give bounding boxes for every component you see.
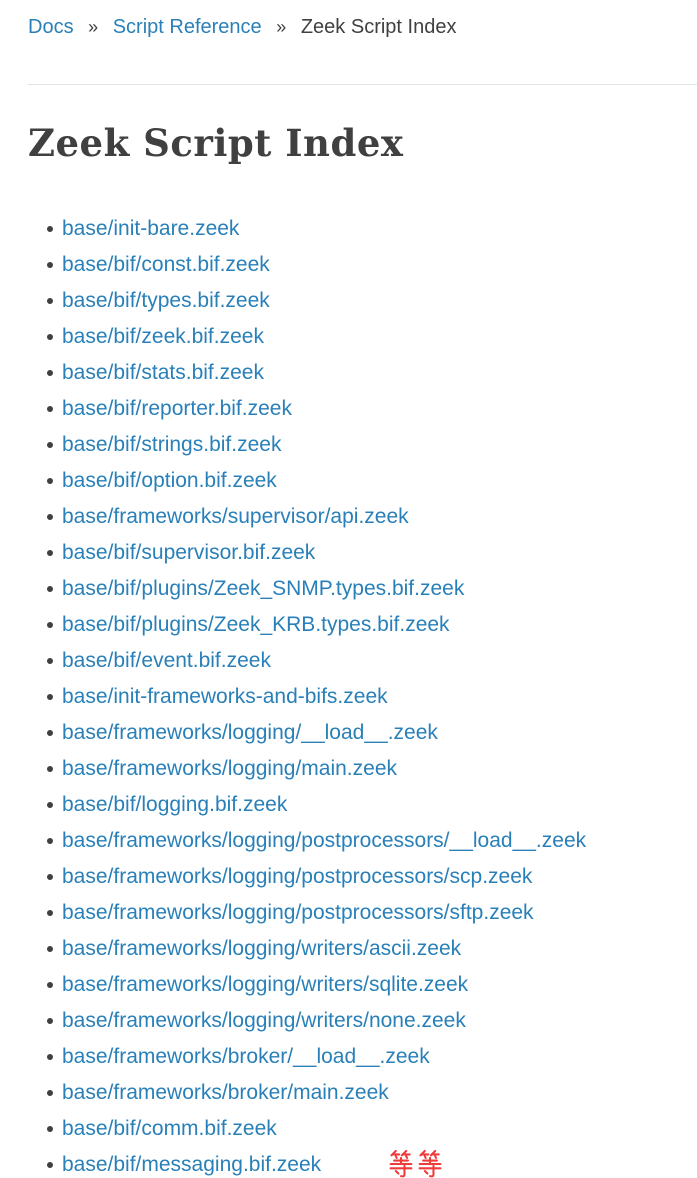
script-link[interactable]: base/init-frameworks-and-bifs.zeek	[62, 685, 388, 708]
hanzi-deng-glyph	[418, 1149, 442, 1178]
script-index-item: base/init-bare.zeek	[47, 211, 669, 247]
script-index-item: base/bif/logging.bif.zeek	[47, 787, 669, 823]
script-index-item: base/frameworks/logging/writers/ascii.ze…	[47, 931, 669, 967]
page-title: Zeek Script Index	[28, 121, 404, 165]
script-link[interactable]: base/frameworks/logging/writers/none.zee…	[62, 1009, 466, 1032]
hanzi-deng-glyph	[389, 1149, 413, 1178]
script-link[interactable]: base/frameworks/logging/writers/sqlite.z…	[62, 973, 469, 996]
script-link[interactable]: base/bif/const.bif.zeek	[62, 253, 270, 276]
script-link[interactable]: base/bif/messaging.bif.zeek	[62, 1153, 322, 1176]
breadcrumb-divider	[28, 84, 697, 85]
script-link[interactable]: base/bif/strings.bif.zeek	[62, 433, 282, 456]
script-index-item: base/frameworks/logging/postprocessors/_…	[47, 823, 669, 859]
script-index-item: base/bif/zeek.bif.zeek	[47, 319, 669, 355]
script-link[interactable]: base/bif/reporter.bif.zeek	[62, 397, 292, 420]
script-link[interactable]: base/bif/option.bif.zeek	[62, 469, 277, 492]
script-index-item: base/frameworks/broker/__load__.zeek	[47, 1039, 669, 1075]
script-link[interactable]: base/bif/zeek.bif.zeek	[62, 325, 264, 348]
script-index-item: base/frameworks/logging/writers/none.zee…	[47, 1003, 669, 1039]
script-index-item: base/frameworks/logging/__load__.zeek	[47, 715, 669, 751]
script-link[interactable]: base/frameworks/logging/__load__.zeek	[62, 721, 438, 744]
script-link[interactable]: base/frameworks/supervisor/api.zeek	[62, 505, 409, 528]
script-link[interactable]: base/frameworks/logging/postprocessors/_…	[62, 829, 587, 852]
breadcrumb-current-page: Zeek Script Index	[300, 16, 457, 38]
breadcrumb-link-docs[interactable]: Docs	[28, 16, 74, 38]
script-link[interactable]: base/frameworks/broker/__load__.zeek	[62, 1045, 430, 1068]
script-link[interactable]: base/frameworks/logging/postprocessors/s…	[62, 865, 533, 888]
breadcrumb: Docs » Script Reference » Zeek Script In…	[28, 14, 669, 40]
script-index-item: base/frameworks/logging/main.zeek	[47, 751, 669, 787]
script-index-item: base/bif/plugins/Zeek_KRB.types.bif.zeek	[47, 607, 669, 643]
script-link[interactable]: base/bif/plugins/Zeek_KRB.types.bif.zeek	[62, 613, 450, 636]
script-link[interactable]: base/frameworks/logging/postprocessors/s…	[62, 901, 534, 924]
script-link[interactable]: base/bif/logging.bif.zeek	[62, 793, 288, 816]
script-index-item: base/bif/supervisor.bif.zeek	[47, 535, 669, 571]
script-index-item: base/frameworks/logging/postprocessors/s…	[47, 859, 669, 895]
script-index-item: base/frameworks/logging/postprocessors/s…	[47, 895, 669, 931]
script-index-item: base/frameworks/logging/writers/sqlite.z…	[47, 967, 669, 1003]
breadcrumb-separator: »	[276, 17, 287, 37]
script-link[interactable]: base/frameworks/broker/main.zeek	[62, 1081, 389, 1104]
script-link[interactable]: base/bif/plugins/Zeek_SNMP.types.bif.zee…	[62, 577, 465, 600]
script-link[interactable]: base/bif/event.bif.zeek	[62, 649, 271, 672]
script-index-item: base/init-frameworks-and-bifs.zeek	[47, 679, 669, 715]
annotation-etc	[388, 1148, 444, 1178]
script-index-item: base/bif/const.bif.zeek	[47, 247, 669, 283]
script-index-item: base/bif/event.bif.zeek	[47, 643, 669, 679]
script-index-list: base/init-bare.zeek base/bif/const.bif.z…	[28, 211, 669, 1178]
script-index-item: base/bif/plugins/Zeek_SNMP.types.bif.zee…	[47, 571, 669, 607]
script-link[interactable]: base/bif/types.bif.zeek	[62, 289, 270, 312]
docs-page: Docs » Script Reference » Zeek Script In…	[0, 14, 697, 1178]
script-index-item: base/bif/comm.bif.zeek	[47, 1111, 669, 1147]
script-index-item: base/bif/option.bif.zeek	[47, 463, 669, 499]
script-index-item: base/bif/types.bif.zeek	[47, 283, 669, 319]
breadcrumb-link-script-reference[interactable]: Script Reference	[112, 16, 262, 38]
script-index-item: base/frameworks/broker/main.zeek	[47, 1075, 669, 1111]
script-index-item: base/bif/stats.bif.zeek	[47, 355, 669, 391]
script-link[interactable]: base/init-bare.zeek	[62, 217, 240, 240]
script-link[interactable]: base/bif/supervisor.bif.zeek	[62, 541, 316, 564]
script-link[interactable]: base/bif/stats.bif.zeek	[62, 361, 264, 384]
script-link[interactable]: base/bif/comm.bif.zeek	[62, 1117, 277, 1140]
script-index-item: base/bif/reporter.bif.zeek	[47, 391, 669, 427]
script-link[interactable]: base/frameworks/logging/writers/ascii.ze…	[62, 937, 462, 960]
script-link[interactable]: base/frameworks/logging/main.zeek	[62, 757, 397, 780]
script-index-item: base/bif/messaging.bif.zeek	[47, 1147, 669, 1178]
script-index-item: base/frameworks/supervisor/api.zeek	[47, 499, 669, 535]
script-index-item: base/bif/strings.bif.zeek	[47, 427, 669, 463]
breadcrumb-separator: »	[88, 17, 99, 37]
